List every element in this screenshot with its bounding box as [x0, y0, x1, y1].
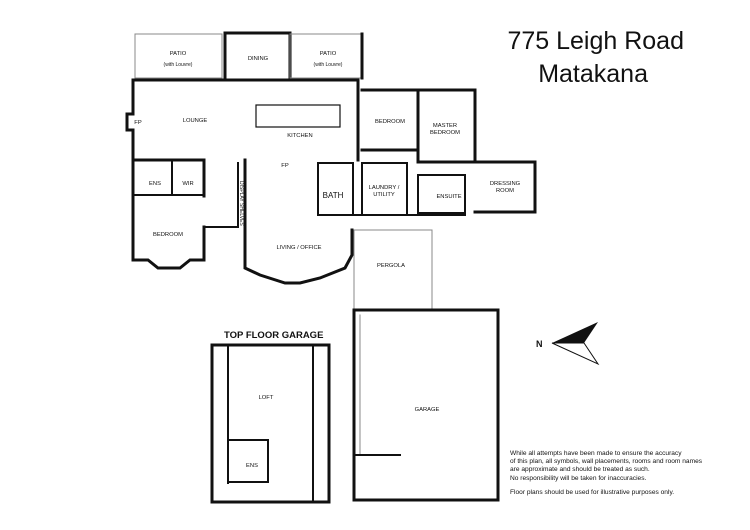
label-patio-right-sub: (with Louvre) — [314, 62, 343, 68]
top-floor-garage-walls — [210, 343, 331, 504]
label-ens-loft: ENS — [246, 463, 258, 469]
pergola-outline — [353, 229, 433, 311]
patio-left-outline — [134, 33, 223, 79]
garage-walls — [352, 308, 500, 502]
label-pergola: PERGOLA — [377, 263, 405, 269]
label-bedroom-left: BEDROOM — [153, 232, 183, 238]
label-patio-right: PATIO — [320, 51, 337, 57]
left-wing-walls — [131, 158, 206, 270]
kitchen-island — [255, 104, 341, 128]
label-fp-center: FP — [281, 163, 289, 169]
disclaimer-line-3: are approximate and should be treated as… — [510, 466, 650, 474]
label-lounge: LOUNGE — [183, 118, 208, 124]
label-display-shelves: DISPLAY SHELVES — [238, 181, 244, 226]
label-dining: DINING — [248, 56, 269, 62]
label-laundry-1: LAUNDRY / — [369, 185, 400, 191]
label-loft: LOFT — [259, 395, 274, 401]
bath-walls — [317, 162, 354, 216]
compass-icon: N — [536, 322, 600, 366]
disclaimer-line-2: of this plan, all symbols, wall placemen… — [510, 458, 703, 466]
label-top-floor-garage: TOP FLOOR GARAGE — [224, 330, 323, 341]
compass-label: N — [536, 339, 543, 349]
label-bath: BATH — [323, 191, 344, 200]
loft-ens-walls — [227, 439, 269, 483]
label-dressing-1: DRESSING — [490, 181, 521, 187]
label-master-1: MASTER — [433, 123, 457, 129]
label-ens-left: ENS — [149, 181, 161, 187]
living-office-walls — [243, 158, 354, 285]
label-dressing-2: ROOM — [496, 188, 514, 194]
label-patio-left: PATIO — [170, 51, 187, 57]
disclaimer-line-5: Floor plans should be used for illustrat… — [510, 488, 675, 496]
label-master-2: BEDROOM — [430, 130, 460, 136]
title-address: 775 Leigh Road — [507, 27, 684, 55]
label-laundry-2: UTILITY — [373, 192, 395, 198]
label-patio-left-sub: (with Louvre) — [164, 62, 193, 68]
dressing-room-walls — [473, 160, 537, 214]
house-outer-wall-left — [125, 78, 135, 162]
bedroom-walls — [360, 88, 420, 152]
label-wir: WIR — [182, 181, 193, 187]
disclaimer-line-1: While all attempts have been made to ens… — [510, 450, 682, 457]
label-ensuite: ENSUITE — [436, 194, 461, 200]
label-living-office: LIVING / OFFICE — [276, 245, 321, 251]
title-locality: Matakana — [538, 60, 648, 88]
disclaimer-line-4: No responsibility will be taken for inac… — [510, 474, 647, 482]
ensuite-walls — [417, 174, 466, 214]
disclaimer: While all attempts have been made to ens… — [510, 450, 740, 497]
label-bedroom-mid: BEDROOM — [375, 119, 405, 125]
label-kitchen: KITCHEN — [287, 133, 312, 139]
label-garage: GARAGE — [415, 407, 440, 413]
label-fp-left: FP — [134, 120, 142, 126]
